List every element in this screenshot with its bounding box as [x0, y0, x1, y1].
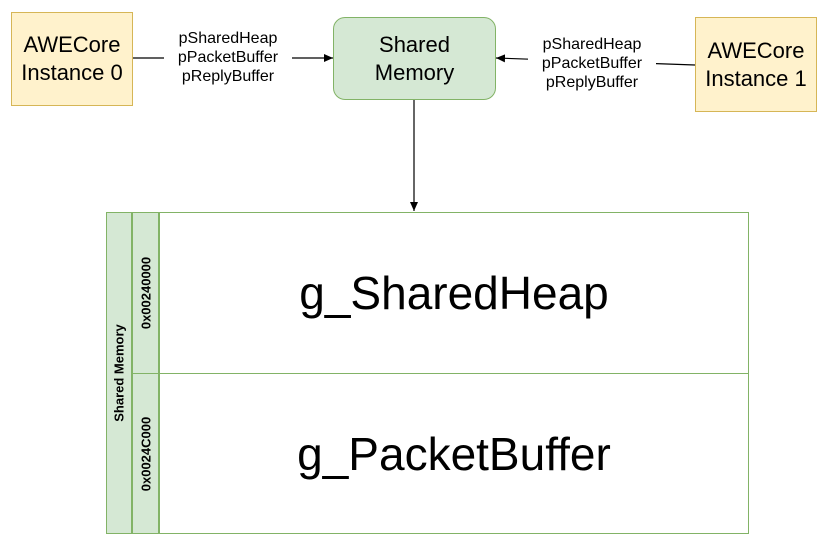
- left-pointer-labels: pSharedHeap pPacketBuffer pReplyBuffer: [164, 29, 292, 86]
- memory-region-name: g_SharedHeap: [299, 267, 609, 319]
- right-pointer-labels: pSharedHeap pPacketBuffer pReplyBuffer: [528, 35, 656, 92]
- shared-memory-node: Shared Memory: [333, 17, 496, 100]
- memory-row-packet-buffer: g_PacketBuffer: [159, 373, 749, 534]
- awecore-instance-0: AWECore Instance 0: [11, 12, 133, 106]
- shared-memory-table: Shared Memory 0x00240000 g_SharedHeap 0x…: [106, 212, 749, 534]
- memory-region-name: g_PacketBuffer: [297, 427, 611, 480]
- address-cell-row-0: 0x00240000: [132, 212, 159, 374]
- address-label: 0x00240000: [138, 256, 153, 330]
- shared-memory-column: Shared Memory: [106, 212, 132, 534]
- address-label: 0x0024C000: [138, 416, 153, 491]
- awecore-instance-1: AWECore Instance 1: [695, 17, 817, 112]
- shared-memory-label: Shared Memory: [111, 324, 127, 422]
- memory-row-shared-heap: g_SharedHeap: [159, 212, 749, 374]
- address-cell-row-1: 0x0024C000: [132, 373, 159, 534]
